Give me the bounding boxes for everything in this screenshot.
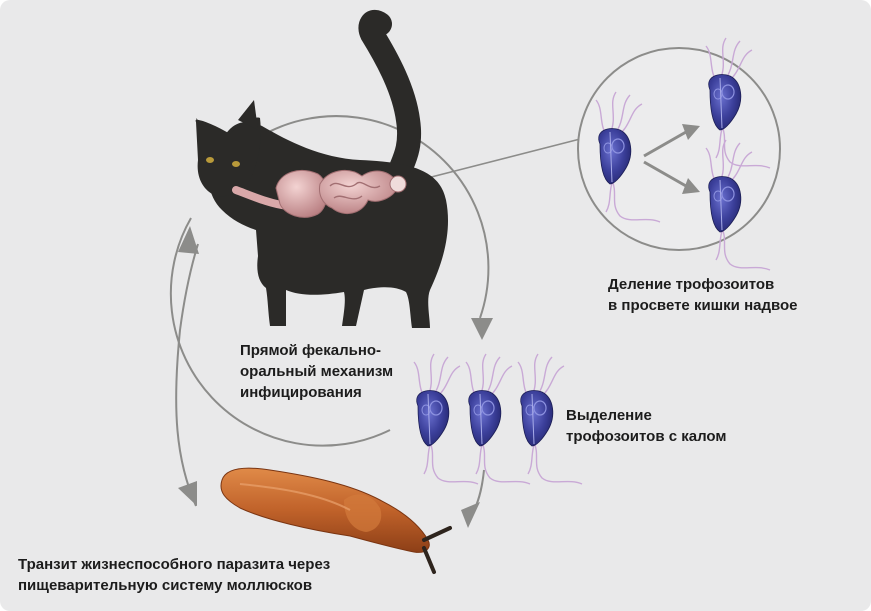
label-line: Выделение	[566, 407, 652, 424]
slug-illustration	[220, 467, 452, 574]
intestine-illustration	[232, 169, 407, 218]
label-trophozoite-excretion: Выделение трофозоитов с калом	[566, 405, 726, 447]
cycle-arrow-icon	[461, 502, 480, 528]
division-arrow-icon	[643, 160, 687, 188]
label-fecal-oral-mechanism: Прямой фекально- оральный механизм инфиц…	[240, 340, 393, 403]
cycle-path-return	[175, 243, 199, 507]
label-line: трофозоитов с калом	[566, 428, 727, 445]
label-trophozoite-division: Деление трофозоитов в просвете кишки над…	[608, 274, 798, 316]
division-arrow-icon	[643, 130, 687, 158]
label-line: инфицирования	[240, 384, 362, 401]
cycle-path-main	[169, 217, 391, 447]
label-line: Прямой фекально-	[240, 342, 382, 359]
cat-eye-icon	[206, 157, 214, 163]
trophozoite-illustration	[595, 37, 771, 271]
label-line: оральный механизм	[240, 363, 394, 380]
cycle-arrow-icon	[178, 481, 197, 506]
label-line: в просвете кишки надвое	[608, 297, 798, 314]
label-mollusk-transit: Транзит жизнеспособного паразита через п…	[18, 554, 330, 596]
cat-eye-icon	[232, 161, 240, 167]
label-line: Деление трофозоитов	[608, 276, 775, 293]
excreted-trophozoites	[413, 353, 583, 485]
cat-illustration	[195, 10, 449, 328]
label-line: Транзит жизнеспособного паразита через	[18, 556, 331, 573]
cycle-arrow-icon	[178, 226, 199, 254]
label-line: пищеварительную систему моллюсков	[18, 577, 313, 594]
cycle-arrow-icon	[471, 318, 493, 340]
